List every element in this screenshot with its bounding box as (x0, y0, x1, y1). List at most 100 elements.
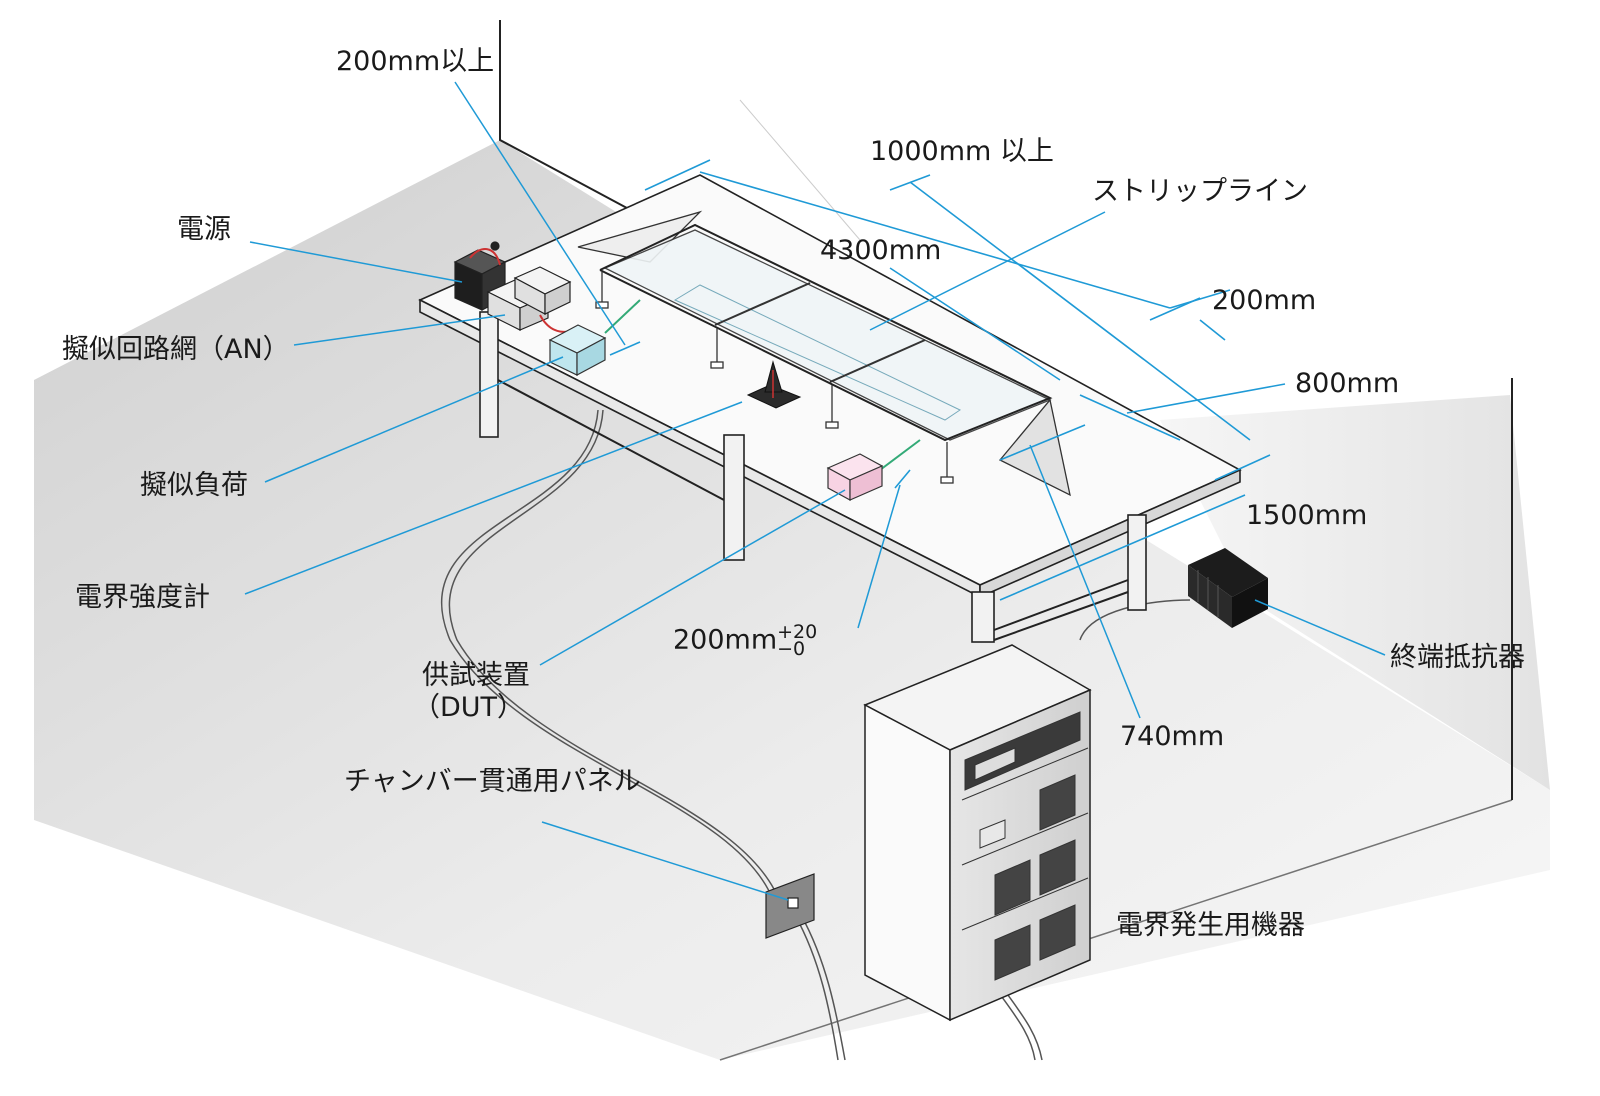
label-feedthrough-panel: チャンバー貫通用パネル (344, 766, 641, 797)
leader-800 (1126, 383, 1286, 414)
dim-200-gap (1199, 319, 1226, 341)
leader-fieldmeter (244, 401, 743, 595)
terminator-resistor (1188, 548, 1268, 628)
power-supply-terminal (490, 241, 500, 251)
generator-rack (863, 644, 1092, 1022)
table-rail-front (497, 379, 725, 501)
artificial-network (486, 266, 576, 333)
stripline-taper-front (998, 398, 1071, 497)
power-supply-cable (469, 248, 501, 266)
probe-base (746, 384, 802, 409)
dim-740-line (999, 424, 1086, 461)
floor (34, 140, 1550, 1060)
field-strength-meter (746, 360, 802, 409)
label-800mm: 800mm (1295, 368, 1400, 399)
rack-divider-2 (961, 812, 1089, 866)
stripline-foot-2 (710, 361, 724, 369)
dummy-load (548, 324, 607, 377)
leader-terminator (1254, 599, 1386, 656)
dummy-load-side (576, 336, 606, 377)
dim-4300-ext-start (644, 159, 711, 191)
table-leg-back-right (1127, 514, 1147, 611)
terminator-front (1188, 565, 1232, 628)
tolerance-plus: +20 (777, 621, 818, 643)
cable-an-to-panel (441, 409, 776, 906)
floor-front-edge (719, 799, 1513, 1061)
dimension-lines (609, 159, 1271, 601)
tolerance-minus: −0 (777, 638, 806, 661)
leader-panel (541, 821, 789, 901)
dim-4300-line (699, 171, 1171, 309)
label-4300mm: 4300mm (820, 235, 942, 266)
cable-an-to-panel-2 (448, 409, 782, 906)
label-artificial-network: 擬似回路網（AN） (62, 334, 290, 365)
rack-divider-3 (961, 877, 1089, 931)
leader-lines (244, 81, 1386, 901)
leader-4300 (889, 267, 1061, 381)
stripline-conductor-trace (673, 284, 962, 421)
ceiling-hint (739, 99, 861, 241)
terminator-body (1188, 548, 1268, 597)
rack-left-side (864, 703, 951, 1022)
label-1500mm: 1500mm (1246, 500, 1368, 531)
stripline-taper-back (577, 210, 703, 263)
dim-200-min-line (609, 341, 641, 356)
dim-200-ext (1169, 289, 1231, 309)
stripline-crossbar-1 (714, 282, 811, 326)
rack-meter (979, 819, 1006, 849)
table-rail-right (993, 579, 1129, 631)
dim-1500-ext (1214, 454, 1271, 481)
label-200mm-min: 200mm以上 (336, 46, 495, 77)
label-stripline: ストリップライン (1092, 176, 1308, 207)
dim-800-line (1079, 394, 1181, 441)
cable-panel-out-2 (800, 914, 846, 1061)
leader-dut (539, 489, 846, 666)
label-field-strength-meter: 電界強度計 (75, 582, 210, 613)
label-740mm: 740mm (1120, 721, 1225, 752)
leader-an (293, 314, 506, 346)
stripline-foot-4 (940, 476, 954, 484)
stripline-feed-line (604, 299, 641, 334)
leader-power (249, 241, 463, 283)
table-leg-front-right (971, 591, 995, 643)
leader-dut-height (857, 484, 901, 629)
rack-divider-1 (961, 747, 1089, 801)
label-generator: 電界発生用機器 (1116, 910, 1305, 941)
label-dut-abbr: （DUT） (413, 692, 525, 723)
rack-fan-2 (1039, 839, 1076, 896)
label-dummy-load: 擬似負荷 (140, 470, 248, 501)
dim-1000-line (909, 181, 1251, 441)
cable-terminator (1079, 599, 1191, 641)
dut-side (849, 465, 883, 501)
label-dut-height: 200mm+20−0 (673, 621, 818, 661)
dim-dut-height (894, 469, 911, 489)
stripline-foot-3 (825, 421, 839, 429)
table-rail-right-2 (993, 591, 1129, 641)
rack-screen (974, 747, 1016, 781)
leader-740 (1029, 444, 1141, 719)
rack-fan-5 (994, 924, 1031, 981)
dut-box (826, 453, 884, 502)
stripline-foot-1 (595, 301, 609, 309)
dut-height-value: 200mm (673, 624, 778, 656)
stripline-crossbar-2 (829, 339, 926, 383)
stripline (577, 210, 1071, 497)
stripline-frame-top (599, 223, 1053, 442)
table-leg-front-middle (723, 434, 745, 561)
rack-fan-1 (1039, 774, 1076, 831)
label-1000mm-min: 1000mm 以上 (870, 136, 1054, 167)
label-power-supply: 電源 (177, 214, 231, 245)
dim-1500-line (999, 494, 1246, 601)
dim-1000-ext (889, 174, 931, 191)
leader-dummyload (264, 356, 564, 483)
right-wall (1160, 395, 1550, 790)
leader-stripline (869, 211, 1106, 331)
panel-connector (787, 897, 799, 909)
label-terminator: 終端抵抗器 (1390, 642, 1525, 673)
rack-fan-4 (1039, 904, 1076, 961)
dut-height-tolerance: +20−0 (777, 621, 818, 661)
feedthrough-panel (765, 873, 815, 939)
rack-fan-3 (994, 859, 1031, 916)
table-leg-front-left (479, 311, 499, 438)
